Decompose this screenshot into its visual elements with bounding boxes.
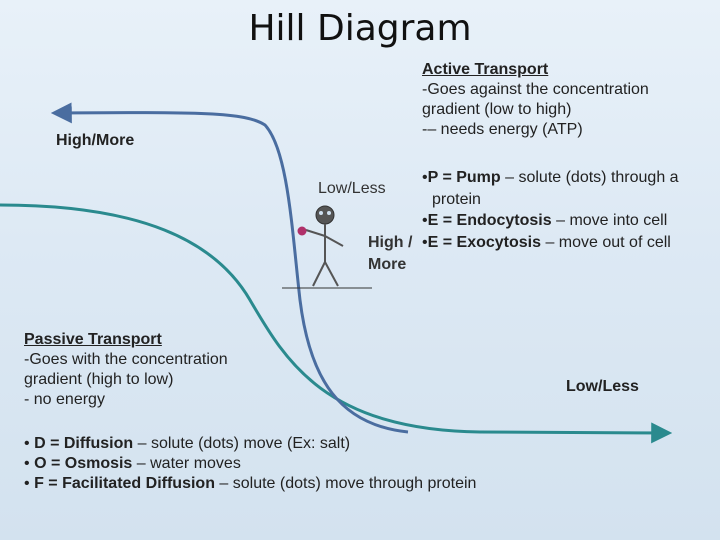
active-bullet-pump-cont: protein <box>432 190 481 210</box>
active-bullet-exocytosis: •E = Exocytosis – move out of cell <box>422 233 671 253</box>
active-line-3: -– needs energy (ATP) <box>422 120 649 140</box>
passive-bullet-facilitated: • F = Facilitated Diffusion – solute (do… <box>24 474 476 494</box>
passive-line-3: - no energy <box>24 390 228 410</box>
bullet-term: E = Endocytosis <box>428 212 552 229</box>
passive-line-1: -Goes with the concentration <box>24 350 228 370</box>
bullet-term: O = Osmosis <box>34 455 132 472</box>
passive-transport-heading: Passive Transport <box>24 330 228 350</box>
bullet-icon: • <box>24 455 30 472</box>
stick-figure-icon <box>306 206 343 286</box>
bullet-icon: • <box>24 435 30 452</box>
active-transport-block: Active Transport -Goes against the conce… <box>422 60 649 140</box>
active-line-1: -Goes against the concentration <box>422 80 649 100</box>
label-mid-high: High / <box>368 234 412 252</box>
passive-bullet-diffusion: • D = Diffusion – solute (dots) move (Ex… <box>24 434 476 454</box>
active-bullet-endocytosis: •E = Endocytosis – move into cell <box>422 211 667 231</box>
bullet-desc: – solute (dots) move (Ex: salt) <box>133 435 350 452</box>
bullet-term: P = Pump <box>428 169 501 186</box>
label-mid-more: More <box>368 256 406 274</box>
label-mid-low-less: Low/Less <box>318 180 386 198</box>
passive-bullets: • D = Diffusion – solute (dots) move (Ex… <box>24 434 476 494</box>
bullet-desc: – solute (dots) move through protein <box>215 475 476 492</box>
passive-transport-block: Passive Transport -Goes with the concent… <box>24 330 228 410</box>
active-bullet-pump: •P = Pump – solute (dots) through a <box>422 168 679 188</box>
ball-icon <box>298 227 307 236</box>
bullet-desc: – solute (dots) through a <box>501 169 679 186</box>
active-transport-heading: Active Transport <box>422 60 649 80</box>
bullet-desc: – move into cell <box>552 212 668 229</box>
bullet-term: D = Diffusion <box>34 435 133 452</box>
label-left-high-more: High/More <box>56 132 134 150</box>
bullet-term: E = Exocytosis <box>428 234 541 251</box>
label-right-low-less: Low/Less <box>566 378 639 396</box>
bullet-desc: – move out of cell <box>541 234 671 251</box>
active-line-2: gradient (low to high) <box>422 100 649 120</box>
passive-bullet-osmosis: • O = Osmosis – water moves <box>24 454 476 474</box>
bullet-icon: • <box>24 475 30 492</box>
bullet-desc: – water moves <box>132 455 240 472</box>
bullet-term: F = Facilitated Diffusion <box>34 475 215 492</box>
passive-line-2: gradient (high to low) <box>24 370 228 390</box>
